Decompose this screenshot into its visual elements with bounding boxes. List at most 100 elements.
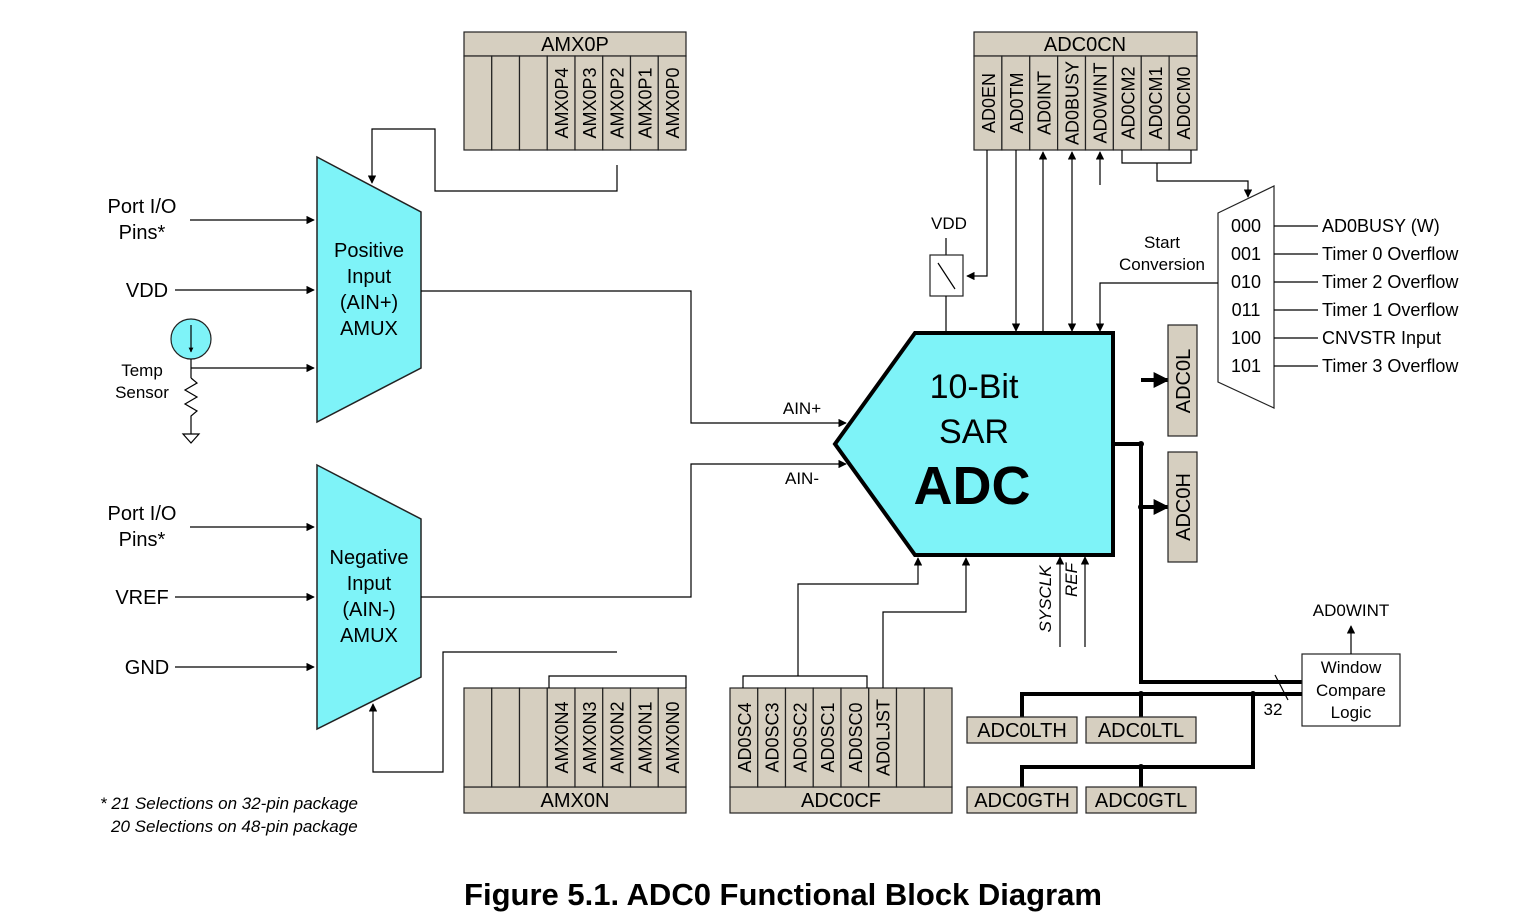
adc0cn-title: ADC0CN — [1044, 34, 1126, 56]
adc0cn-bit-ad0cm0: AD0CM0 — [1174, 66, 1194, 139]
start-conv-label-2: Conversion — [1119, 255, 1205, 274]
negative-amux — [316, 463, 422, 731]
amx0n-bit-amx0n1: AMX0N1 — [635, 701, 655, 773]
start-source-label: Timer 3 Overflow — [1322, 356, 1459, 376]
pos-vdd-label: VDD — [126, 280, 168, 302]
pos-mux-line1: Positive — [334, 240, 404, 262]
neg-mux-line2: Input — [347, 573, 392, 595]
start-code-001: 001 — [1231, 244, 1261, 264]
adc0cn-bit-cell — [1112, 55, 1142, 151]
start-code-011: 011 — [1232, 300, 1261, 320]
start-source-label: CNVSTR Input — [1322, 328, 1441, 348]
start-code-010: 010 — [1231, 272, 1261, 292]
adc0gtl-register — [1085, 786, 1197, 814]
start-source-label: Timer 2 Overflow — [1322, 272, 1459, 292]
adc0cn-bit-ad0cm2: AD0CM2 — [1118, 66, 1138, 139]
adc0cn-bit-cell — [1140, 55, 1170, 151]
amx0p-bit-amx0p2: AMX0P2 — [608, 67, 628, 138]
amx0p-bit-cell — [546, 55, 576, 151]
adc0ltl-label: ADC0LTL — [1098, 720, 1184, 742]
adc0cn-bit-ad0busy: AD0BUSY — [1063, 61, 1083, 145]
pos-port-label-2: Pins* — [119, 222, 166, 244]
amx0p-bit-cell — [657, 55, 687, 151]
adc0h-register — [1167, 451, 1198, 563]
adc0cf-bit-ad0sc1: AD0SC1 — [818, 702, 838, 772]
amx0p-bit-cell — [491, 55, 521, 151]
window-line2: Compare — [1316, 681, 1386, 700]
adc-line2: SAR — [939, 413, 1009, 451]
window-compare-logic — [1301, 653, 1401, 727]
adc0cf-bit-ad0sc3: AD0SC3 — [763, 702, 783, 772]
amx0n-bit-amx0n0: AMX0N0 — [663, 701, 683, 773]
adc0cn-bit-ad0wint: AD0WINT — [1090, 62, 1110, 143]
adc0cf-bit-ad0sc0: AD0SC0 — [846, 702, 866, 772]
adc0cn-bit-ad0tm: AD0TM — [1007, 72, 1027, 133]
ain-plus-label: AIN+ — [783, 399, 821, 418]
amx0p-title: AMX0P — [541, 34, 609, 56]
adc0cf-bit-cell — [895, 687, 925, 788]
window-line1: Window — [1321, 658, 1382, 677]
temp-sensor-icon — [170, 318, 315, 444]
start-code-100: 100 — [1231, 328, 1261, 348]
adc0cf-bit-cell — [923, 687, 953, 788]
amx0n-bit-cell — [546, 687, 576, 788]
gnd-label: GND — [125, 657, 169, 679]
ad0wint-output-label: AD0WINT — [1313, 601, 1390, 620]
footnote-line1: * 21 Selections on 32-pin package — [100, 794, 358, 813]
adc0cf-bit-cell — [840, 687, 870, 788]
amx0n-bit-cell — [602, 687, 632, 788]
neg-mux-line4: AMUX — [340, 625, 398, 647]
adc0ltl-register — [1085, 716, 1197, 744]
adc0cf-title: ADC0CF — [801, 790, 881, 812]
adc0cf-bit-cell — [868, 687, 898, 788]
amx0n-bit-cell — [491, 687, 521, 788]
start-conv-label-1: Start — [1144, 233, 1180, 252]
temp-label-1: Temp — [121, 361, 163, 380]
adc0cf-bit-ad0sc4: AD0SC4 — [735, 702, 755, 772]
amx0n-bit-cell — [518, 687, 548, 788]
adc0cn-bit-cell — [1029, 55, 1059, 151]
adc-line1: 10-Bit — [930, 368, 1019, 406]
ref-label: REF — [1062, 561, 1081, 597]
neg-mux-line3: (AIN-) — [342, 599, 395, 621]
amx0n-bit-cell — [574, 687, 604, 788]
adc0h-label: ADC0H — [1173, 473, 1195, 541]
neg-mux-line1: Negative — [330, 547, 409, 569]
amx0p-bit-amx0p1: AMX0P1 — [635, 67, 655, 138]
amx0p-bit-amx0p0: AMX0P0 — [663, 67, 683, 138]
adc-vdd-label: VDD — [931, 214, 967, 233]
amx0p-bit-cell — [518, 55, 548, 151]
adc0l-register — [1167, 324, 1198, 437]
window-line3: Logic — [1331, 703, 1372, 722]
amx0n-bit-cell — [463, 687, 493, 788]
vref-label: VREF — [115, 587, 168, 609]
sar-adc-block — [832, 331, 1115, 557]
amx0p-bit-cell — [463, 55, 493, 151]
adc0cn-bit-ad0cm1: AD0CM1 — [1146, 66, 1166, 139]
adc0l-label: ADC0L — [1173, 349, 1195, 413]
temp-label-2: Sensor — [115, 383, 169, 402]
amx0p-bit-cell — [629, 55, 659, 151]
adc0cn-bit-cell — [1084, 55, 1114, 151]
start-source-label: AD0BUSY (W) — [1322, 216, 1440, 236]
adc0cn-bit-cell — [973, 55, 1003, 151]
adc0cf-register: ADC0CF AD0SC4 AD0SC3 AD0SC2 AD0SC1 AD0SC0 AD0… — [729, 687, 953, 814]
start-source-label: Timer 1 Overflow — [1322, 300, 1459, 320]
amx0n-bit-cell — [657, 687, 687, 788]
adc0cn-bit-cell — [1168, 55, 1198, 151]
neg-port-label-1: Port I/O — [108, 503, 177, 525]
adc0cf-bit-ad0sc2: AD0SC2 — [790, 702, 810, 772]
ain-minus-label: AIN- — [785, 469, 819, 488]
amx0p-bit-amx0p3: AMX0P3 — [580, 67, 600, 138]
adc0gth-register — [966, 786, 1078, 814]
positive-amux — [316, 155, 422, 424]
pos-port-label-1: Port I/O — [108, 196, 177, 218]
adc0cf-bit-ad0ljst: AD0LJST — [874, 699, 894, 776]
pos-mux-line2: Input — [347, 266, 392, 288]
pos-mux-line3: (AIN+) — [340, 292, 398, 314]
neg-port-label-2: Pins* — [119, 529, 166, 551]
amx0n-title: AMX0N — [541, 790, 610, 812]
adc0cn-bit-ad0int: AD0INT — [1035, 71, 1055, 135]
